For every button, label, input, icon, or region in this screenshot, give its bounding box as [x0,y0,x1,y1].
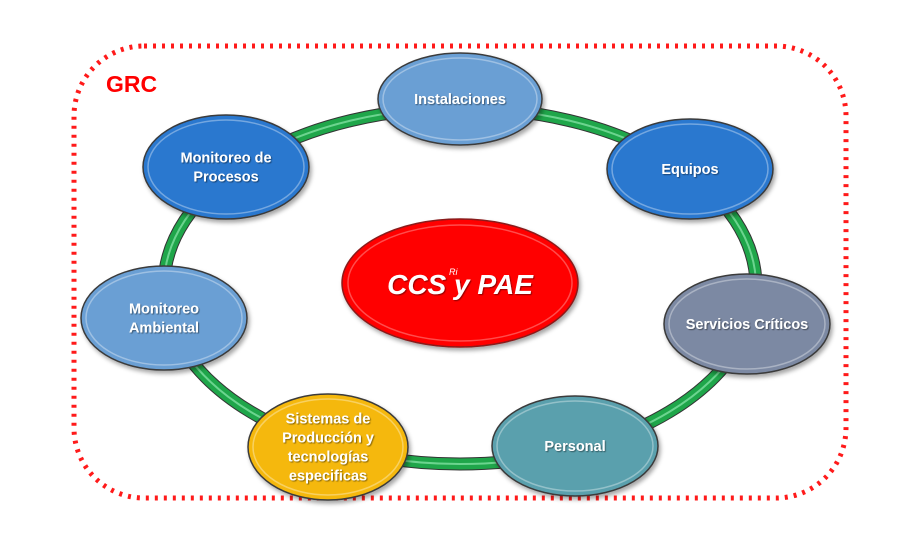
node-label-line: Servicios Críticos [686,317,809,333]
node-instalaciones[interactable]: Instalaciones [377,52,543,146]
node-highlight [382,57,538,141]
node-label-line: Producción y [282,431,374,447]
node-shape [80,265,248,371]
node-highlight [252,398,404,496]
node-label-line: Monitoreo [129,302,199,318]
node-label-line: Ambiental [129,321,199,337]
node-shape [606,118,774,220]
node-monitoreo-procesos[interactable]: Monitoreo de Procesos [142,114,310,220]
node-highlight [611,123,769,215]
node-label-line: Sistemas de [286,412,371,428]
node-label-line: Personal [544,439,605,455]
node-highlight [668,278,826,370]
node-label-line: Monitoreo de [180,151,271,167]
node-label-line: Instalaciones [414,92,506,108]
node-shape [491,395,659,497]
node-label-line: tecnologías [288,450,369,466]
node-label-line: Procesos [193,170,258,186]
node-servicios-criticos[interactable]: Servicios Críticos [663,273,831,375]
node-shape [142,114,310,220]
node-sistemas-produccion[interactable]: Sistemas de Producción y tecnologías especi… [247,393,409,501]
center-label: CCS y PAE [387,269,534,300]
node-equipos[interactable]: Equipos [606,118,774,220]
node-highlight [85,270,243,366]
node-shape [663,273,831,375]
node-shape [247,393,409,501]
node-shape [377,52,543,146]
center-node[interactable]: CCS y PAE Ri [341,218,579,348]
node-personal[interactable]: Personal [491,395,659,497]
node-highlight [496,400,654,492]
center-superscript: Ri [449,267,458,277]
node-label-line: Equipos [661,162,718,178]
node-label-line: especificas [289,469,367,485]
grc-label: GRC [106,71,157,97]
grc-frame [71,43,849,501]
node-highlight [147,119,305,215]
